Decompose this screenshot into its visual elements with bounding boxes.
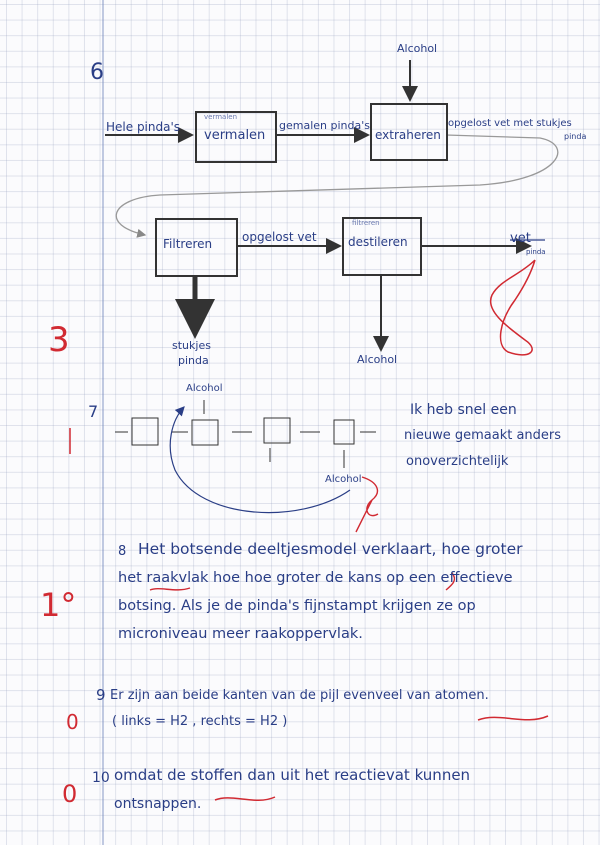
q7-comment-line1: Ik heb snel een [410, 402, 517, 418]
arrow3-label: opgelost vet [242, 230, 317, 244]
step4-label: destileren [348, 235, 408, 249]
product-label: vet [510, 231, 531, 246]
q7-box-4 [333, 419, 355, 445]
q7-comment-line2: nieuwe gemaakt anders [404, 428, 562, 443]
q8-line3: botsing. Als je de pinda's fijnstampt kr… [118, 598, 476, 614]
q9-red-underline [477, 715, 549, 721]
output2-line1: opgelost vet met stukjes [448, 118, 572, 129]
q7-box-3 [263, 417, 291, 444]
q7-top-alcohol: Alcohol [186, 383, 223, 394]
q9-line1: Er zijn aan beide kanten van de pijl eve… [110, 688, 489, 703]
q6-top-alcohol-label: Alcohol [397, 42, 438, 55]
red-check-mark-q7 [355, 476, 379, 533]
q6-score: 3 [48, 320, 70, 360]
step1-label: vermalen [204, 128, 266, 143]
q10-line2: ontsnappen. [114, 796, 202, 812]
question-number-10: 10 [92, 770, 110, 786]
q8-line1: Het botsende deeltjesmodel verklaart, ho… [138, 540, 523, 558]
waste1-line1: stukjes [172, 339, 211, 352]
waste2-label: Alcohol [357, 353, 398, 366]
output2-line2: pinda [564, 132, 587, 141]
step1-small-label: vermalen [204, 113, 238, 121]
q7-box-1 [131, 417, 159, 446]
waste1-line2: pinda [178, 354, 209, 367]
process-box-filtreren [155, 218, 238, 277]
q9-line2: ( links = H2 , rechts = H2 ) [112, 714, 288, 729]
q9-score: 0 [66, 710, 79, 734]
margin-line [102, 0, 104, 845]
process-box-vermalen [195, 111, 277, 163]
q7-bottom-alcohol: Alcohol [325, 474, 362, 485]
q7-box-2 [191, 419, 219, 446]
red-check-mark-q6 [489, 259, 536, 356]
q8-red-mark [445, 572, 456, 591]
q6-input-label: Hele pinda's [106, 120, 181, 134]
q10-red-underline [214, 796, 276, 801]
q7-recycle-curve [169, 406, 351, 514]
question-number-6: 6 [90, 60, 104, 85]
q10-score: 0 [62, 780, 78, 808]
q7-comment-line3: onoverzichtelijk [406, 454, 509, 469]
product-small-label: pinda [526, 248, 546, 256]
q10-line1: omdat de stoffen dan uit het reactievat … [114, 766, 471, 784]
step3-label: Filtreren [163, 237, 213, 251]
q8-line4: microniveau meer raakoppervlak. [118, 626, 363, 642]
process-box-destileren [342, 217, 422, 276]
arrow1-label: gemalen pinda's [279, 119, 370, 132]
q8-underline-raakvlak [149, 587, 191, 591]
question-number-9: 9 [96, 686, 106, 704]
q8-score: 1° [40, 586, 77, 624]
question-number-8: 8 [118, 544, 127, 559]
question-number-7: 7 [88, 402, 99, 421]
q8-line2: het raakvlak hoe hoe groter de kans op e… [118, 570, 513, 586]
connector-curve [115, 134, 559, 238]
step2-label: extraheren [375, 128, 441, 142]
process-box-extraheren [370, 103, 448, 161]
step4-small-label: filtreren [352, 219, 380, 227]
